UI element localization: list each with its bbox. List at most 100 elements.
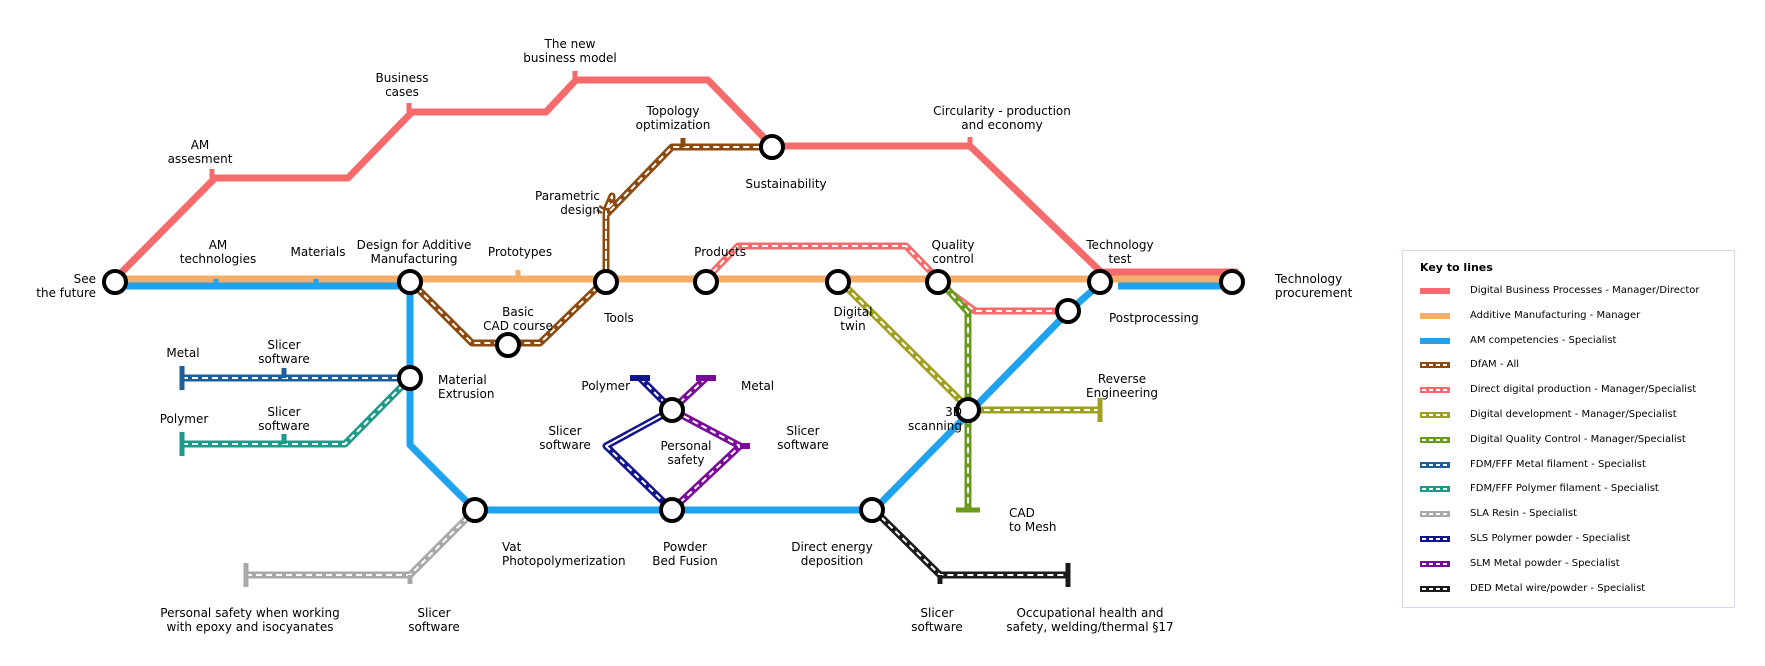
- legend-label: Digital Quality Control - Manager/Specia…: [1470, 433, 1686, 445]
- label-circularity: Circularity - production and economy: [933, 104, 1071, 132]
- label-technology-procurement: Technology procurement: [1275, 272, 1353, 300]
- label-topology-optimization: Topology optimization: [635, 104, 711, 132]
- station-postprocessing: [1055, 298, 1081, 324]
- legend-swatch: [1420, 536, 1450, 542]
- station-basic-cad: [495, 332, 521, 358]
- line-slm-metal-dash: [671, 377, 741, 511]
- label-basic-cad: Basic CAD course: [483, 305, 553, 333]
- station-digital-twin: [825, 269, 851, 295]
- legend-swatch: [1420, 486, 1450, 493]
- legend-title: Key to lines: [1420, 261, 1493, 274]
- station-design-for-am: [397, 269, 423, 295]
- label-polymer-fdm: Polymer: [159, 412, 209, 426]
- legend-item: FDM/FFF Polymer filament - Specialist: [1420, 482, 1730, 496]
- label-tools: Tools: [604, 311, 634, 325]
- legend-label: Digital development - Manager/Specialist: [1470, 409, 1677, 420]
- label-slicer-sla: Slicer software: [408, 606, 460, 634]
- label-design-for-am: Design for Additive Manufacturing: [356, 238, 472, 266]
- station-direct-energy: [859, 497, 885, 523]
- label-slicer-sls: Slicer software: [539, 424, 591, 452]
- legend-swatch: [1420, 436, 1450, 443]
- label-prototypes: Prototypes: [487, 245, 553, 259]
- station-quality-control: [925, 269, 951, 295]
- legend-label: DfAM - All: [1470, 359, 1520, 371]
- legend-item: SLA Resin - Specialist: [1420, 507, 1730, 521]
- label-see-future: See the future: [36, 272, 96, 300]
- station-technology-test: [1087, 269, 1113, 295]
- label-quality-control: Quality control: [931, 238, 975, 266]
- label-postprocessing: Postprocessing: [1109, 311, 1199, 325]
- station-see-future: [102, 269, 128, 295]
- label-polymer-sls: Polymer: [581, 379, 630, 393]
- label-parametric-design: Parametric design: [535, 189, 600, 217]
- label-personal-safety: Personal safety: [660, 439, 712, 467]
- label-new-business-model: The new business model: [523, 37, 617, 65]
- label-metal-fdm: Metal: [166, 346, 200, 360]
- station-products: [693, 269, 719, 295]
- label-slicer-slm: Slicer software: [777, 424, 829, 452]
- legend-item: Direct digital production - Manager/Spec…: [1420, 383, 1730, 397]
- map-ticks: [179, 71, 1103, 587]
- legend-swatch: [1420, 312, 1450, 319]
- legend-item: DfAM - All: [1420, 358, 1730, 372]
- legend-item: FDM/FFF Metal filament - Specialist: [1420, 458, 1730, 472]
- legend-label: FDM/FFF Polymer filament - Specialist: [1470, 483, 1659, 495]
- legend-swatch: [1420, 387, 1450, 394]
- legend-swatch: [1420, 560, 1450, 567]
- label-business-cases: Business cases: [375, 71, 429, 99]
- line-direct-digital-dash: [705, 245, 1068, 312]
- label-cad-to-mesh: CAD to Mesh: [1009, 506, 1057, 534]
- legend-label: DED Metal wire/powder - Specialist: [1470, 582, 1646, 594]
- legend-swatch: [1420, 585, 1450, 592]
- legend-item: AM competencies - Specialist: [1420, 334, 1730, 348]
- label-material-extrusion: Material Extrusion: [438, 373, 495, 401]
- label-slicer-fdm-polymer: Slicer software: [258, 405, 310, 433]
- label-vat-photo: Vat Photopolymerization: [502, 540, 626, 568]
- station-3d-scanning: [955, 397, 981, 423]
- label-am-technologies: AM technologies: [179, 238, 257, 266]
- legend-swatch: [1420, 412, 1450, 418]
- map-stations: [102, 134, 1245, 523]
- station-vat-photo: [462, 497, 488, 523]
- station-powder-bed: [659, 497, 685, 523]
- label-reverse-engineering: Reverse Engineering: [1086, 372, 1158, 400]
- legend-label: FDM/FFF Metal filament - Specialist: [1470, 458, 1646, 470]
- label-materials: Materials: [290, 245, 346, 259]
- legend-label: SLA Resin - Specialist: [1470, 508, 1578, 520]
- legend-item: Digital Business Processes - Manager/Dir…: [1420, 284, 1730, 298]
- label-sustainability: Sustainability: [745, 177, 827, 191]
- label-am-assesment: AM assesment: [167, 138, 233, 166]
- legend-label: SLM Metal powder - Specialist: [1470, 557, 1620, 569]
- legend-item: DED Metal wire/powder - Specialist: [1420, 582, 1730, 596]
- legend-label: Additive Manufacturing - Manager: [1470, 309, 1641, 321]
- legend-swatch: [1420, 288, 1450, 294]
- label-technology-test: Technology test: [1086, 238, 1154, 266]
- label-products: Products: [694, 245, 746, 259]
- station-personal-safety: [659, 397, 685, 423]
- legend-item: Digital Quality Control - Manager/Specia…: [1420, 433, 1730, 447]
- label-personal-safety-epoxy: Personal safety when working with epoxy …: [160, 606, 340, 634]
- legend-swatch: [1420, 511, 1450, 518]
- station-material-extrusion: [397, 365, 423, 391]
- label-digital-twin: Digital twin: [833, 305, 873, 333]
- line-dfam-dash: [409, 146, 772, 344]
- label-metal-slm: Metal: [741, 379, 775, 393]
- legend-item: SLM Metal powder - Specialist: [1420, 557, 1730, 571]
- line-fdm-polymer-dash: [182, 377, 411, 445]
- label-occupational-health: Occupational health and safety, welding/…: [1006, 606, 1174, 634]
- legend-label: Digital Business Processes - Manager/Dir…: [1470, 285, 1700, 296]
- station-technology-procurement: [1219, 269, 1245, 295]
- label-slicer-ded: Slicer software: [911, 606, 963, 634]
- label-powder-bed: Powder Bed Fusion: [652, 540, 718, 568]
- legend-swatch: [1420, 362, 1450, 369]
- legend-item: Digital development - Manager/Specialist: [1420, 408, 1730, 422]
- legend-swatch: [1420, 337, 1450, 344]
- station-sustainability: [759, 134, 785, 160]
- legend-label: AM competencies - Specialist: [1470, 334, 1617, 346]
- line-dfam-dash: [597, 207, 604, 212]
- station-tools: [593, 269, 619, 295]
- legend-item: Additive Manufacturing - Manager: [1420, 309, 1730, 323]
- legend-item: SLS Polymer powder - Specialist: [1420, 532, 1730, 546]
- legend-label: Direct digital production - Manager/Spec…: [1470, 384, 1697, 396]
